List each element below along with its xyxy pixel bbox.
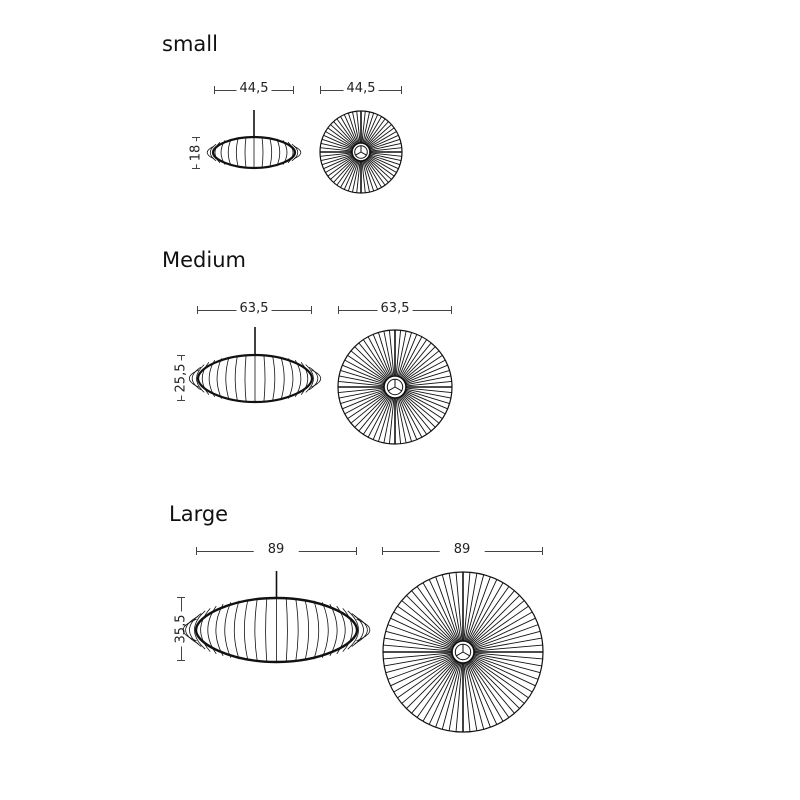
size-title-small: small <box>162 32 218 56</box>
height-dimension-medium: 25,5 <box>173 355 189 401</box>
lamp-top-view-large <box>382 571 544 733</box>
height-dimension-small: 18 <box>188 137 204 169</box>
height-label: 35,5 <box>173 611 189 647</box>
height-label: 18 <box>188 141 204 165</box>
width-label: 89 <box>253 542 299 557</box>
lamp-top-view-small <box>319 110 403 194</box>
width-dimension-large-side: 89 <box>196 542 357 558</box>
lamp-top-view-medium <box>337 329 453 445</box>
top-view-width-label: 44,5 <box>343 81 379 96</box>
width-dimension-large-top: 89 <box>382 542 543 558</box>
width-dimension-small-side: 44,5 <box>214 81 294 97</box>
width-dimension-medium-side: 63,5 <box>197 301 312 317</box>
width-label: 44,5 <box>236 81 272 96</box>
size-title-large: Large <box>169 502 229 526</box>
top-view-width-label: 63,5 <box>377 301 413 316</box>
width-label: 63,5 <box>236 301 272 316</box>
width-dimension-small-top: 44,5 <box>320 81 402 97</box>
height-dimension-large: 35,5 <box>173 597 189 661</box>
height-label: 25,5 <box>173 360 189 396</box>
lamp-side-view-medium <box>188 327 322 404</box>
lamp-side-view-large <box>182 571 370 664</box>
top-view-width-label: 89 <box>439 542 485 557</box>
lamp-side-view-small <box>206 110 302 170</box>
size-title-medium: Medium <box>162 248 246 272</box>
width-dimension-medium-top: 63,5 <box>338 301 452 317</box>
